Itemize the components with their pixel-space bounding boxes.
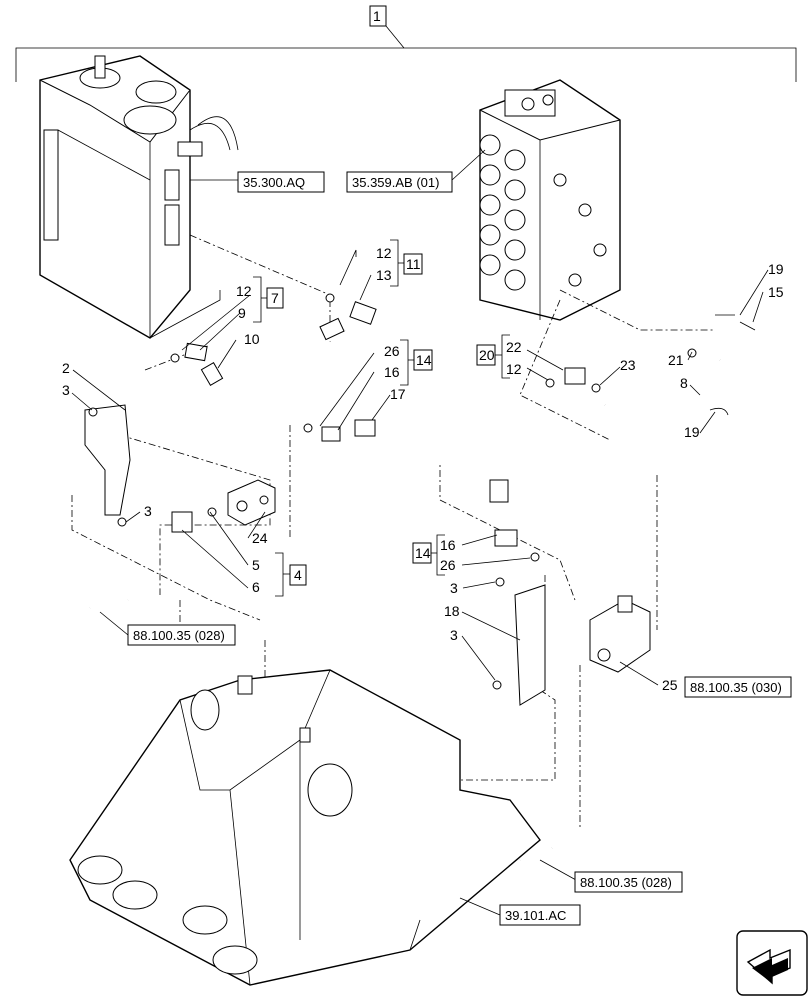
assembly-bracket: 1 bbox=[15, 5, 797, 82]
part-3c: 3 bbox=[450, 580, 458, 596]
hydraulic-tank: 35.300.AQ bbox=[40, 56, 324, 338]
part-10: 10 bbox=[244, 331, 260, 347]
part-18: 18 bbox=[444, 603, 460, 619]
part-2: 2 bbox=[62, 360, 70, 376]
block-ref-label: 88.100.35 (030) bbox=[690, 680, 782, 695]
kit-11-label: 11 bbox=[406, 256, 421, 272]
part-3b: 3 bbox=[144, 503, 152, 519]
part-number-labels: 12 13 12 9 10 26 16 17 22 12 23 19 15 21… bbox=[62, 245, 784, 693]
part-12b: 12 bbox=[236, 283, 252, 299]
leader-lines bbox=[71, 249, 769, 916]
part-8: 8 bbox=[680, 375, 688, 391]
part-13: 13 bbox=[376, 267, 392, 283]
part-3a: 3 bbox=[62, 382, 70, 398]
line-ref-bottom-label: 88.100.35 (028) bbox=[580, 875, 672, 890]
part-9: 9 bbox=[238, 305, 246, 321]
part-21: 21 bbox=[668, 352, 684, 368]
part-5: 5 bbox=[252, 557, 260, 573]
part-26a: 26 bbox=[384, 343, 400, 359]
kit-14-top-label: 14 bbox=[416, 352, 432, 368]
part-22: 22 bbox=[506, 339, 522, 355]
assembly-callout: 1 bbox=[373, 8, 381, 24]
next-page-arrow-icon[interactable] bbox=[736, 930, 808, 996]
part-26b: 26 bbox=[440, 557, 456, 573]
part-16a: 16 bbox=[384, 364, 400, 380]
loader-frame bbox=[70, 670, 540, 985]
tank-ref-label: 35.300.AQ bbox=[243, 175, 305, 190]
part-6: 6 bbox=[252, 579, 260, 595]
part-12a: 12 bbox=[376, 245, 392, 261]
part-23: 23 bbox=[620, 357, 636, 373]
kit-20-label: 20 bbox=[479, 347, 495, 363]
part-19b: 19 bbox=[684, 424, 700, 440]
part-19a: 19 bbox=[768, 261, 784, 277]
kit-14-bottom-label: 14 bbox=[415, 545, 431, 561]
kit-7-label: 7 bbox=[271, 290, 279, 306]
part-24: 24 bbox=[252, 530, 268, 546]
line-ref-left-label: 88.100.35 (028) bbox=[133, 628, 225, 643]
frame-ref-label: 39.101.AC bbox=[505, 908, 566, 923]
hose-fittings bbox=[85, 294, 755, 860]
part-15: 15 bbox=[768, 284, 784, 300]
valve-ref-label: 35.359.AB (01) bbox=[352, 175, 439, 190]
part-3d: 3 bbox=[450, 627, 458, 643]
control-valve: 35.359.AB (01) bbox=[347, 80, 620, 320]
kit-brackets: 11 7 14 20 4 14 bbox=[253, 239, 510, 597]
reference-boxes: 88.100.35 (028) 88.100.35 (030) 88.100.3… bbox=[127, 624, 792, 926]
part-17: 17 bbox=[390, 386, 406, 402]
kit-4-label: 4 bbox=[294, 567, 302, 583]
part-12c: 12 bbox=[506, 361, 522, 377]
part-16b: 16 bbox=[440, 537, 456, 553]
part-25: 25 bbox=[662, 677, 678, 693]
